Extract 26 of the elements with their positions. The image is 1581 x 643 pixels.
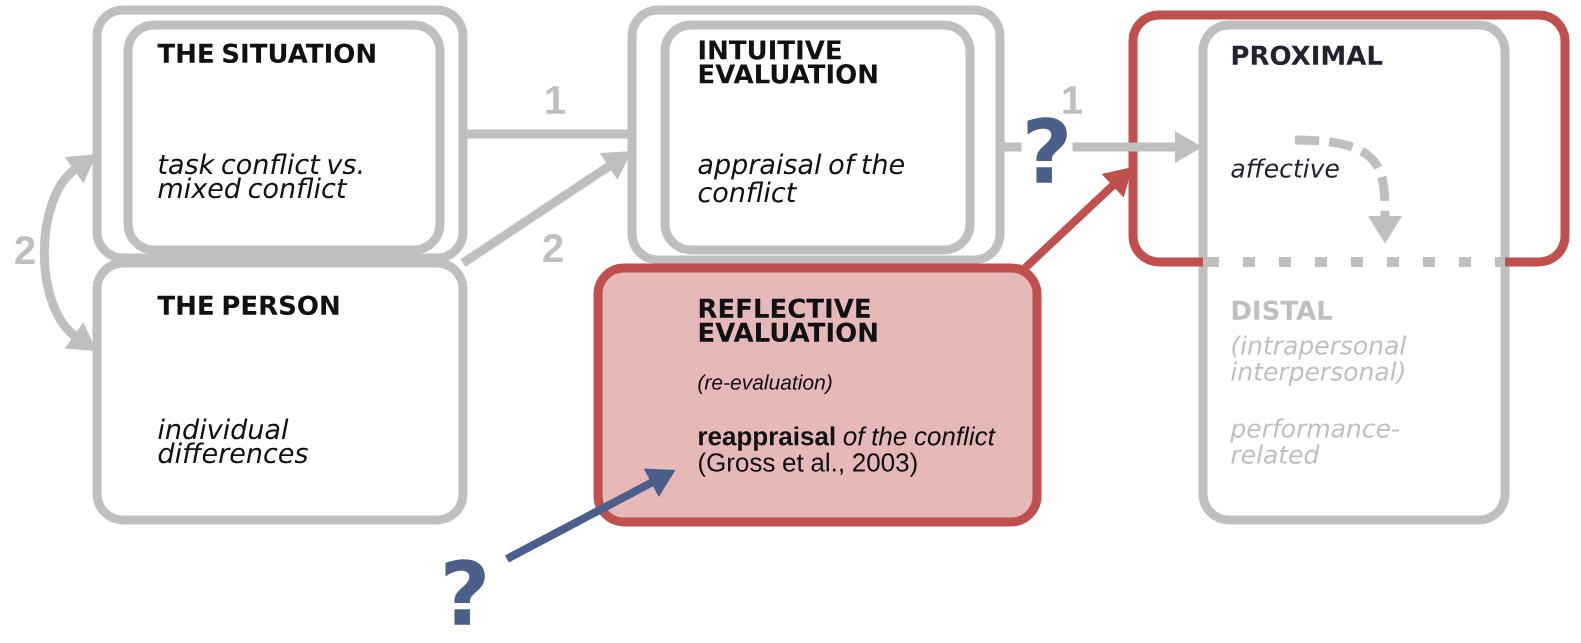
box-description: individual differences	[158, 418, 308, 464]
outcome-box	[1198, 20, 1510, 525]
box-heading: THE PERSON	[157, 295, 339, 316]
box-subtitle: (re-evaluation)	[698, 374, 832, 394]
highlight-frame	[1128, 10, 1570, 267]
box-heading: PROXIMAL	[1232, 45, 1383, 66]
box-description: appraisal of the conflict	[698, 153, 904, 203]
box-heading: REFLECTIVE EVALUATION	[699, 298, 877, 343]
process-box	[660, 20, 975, 255]
box-heading: THE SITUATION	[157, 43, 375, 64]
box-description: (intrapersonal interpersonal)	[1231, 335, 1407, 386]
box-heading: DISTAL	[1232, 300, 1333, 321]
edge-label: 1	[546, 86, 566, 114]
box-heading: INTUITIVE EVALUATION	[699, 40, 877, 84]
edge-label: 1	[1063, 86, 1082, 114]
box-description: affective	[1231, 158, 1339, 178]
highlighted-box	[593, 263, 1042, 527]
process-box	[92, 258, 468, 525]
process-box	[123, 20, 445, 255]
question-mark: ?	[445, 559, 485, 625]
edge-label: 2	[543, 234, 563, 262]
edge-label: 2	[15, 236, 35, 264]
question-mark: ?	[1027, 117, 1067, 183]
box-description: task conflict vs. mixed conflict	[158, 153, 362, 199]
box-description: performance-related	[1230, 418, 1400, 464]
box-description: reappraisal of the conflict (Gross et al., 2003)	[699, 426, 996, 477]
